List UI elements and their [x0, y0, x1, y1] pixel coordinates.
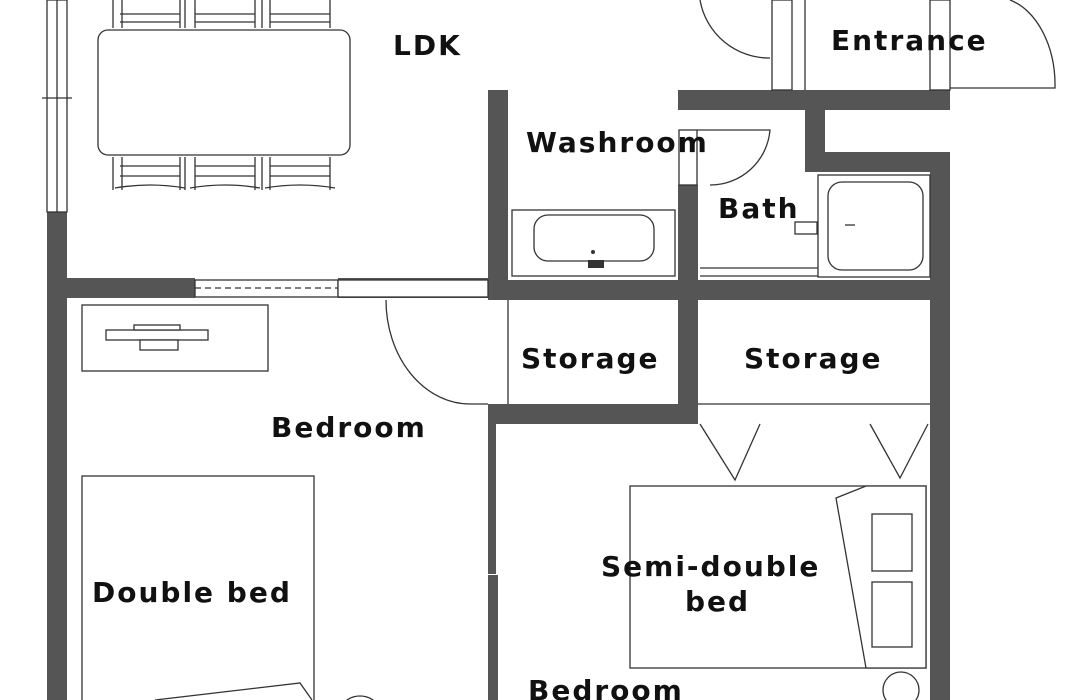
storage-bottom-wall — [488, 404, 698, 424]
furniture-label-semi-double-line1: Semi-double — [601, 550, 820, 583]
room-label-bedroom-main: Bedroom — [271, 411, 427, 444]
dining-chairs-bottom — [112, 157, 336, 190]
bathtub — [827, 181, 924, 271]
room-labels: LDK Entrance Washroom Bath Storage Stora… — [92, 24, 988, 700]
bath-notch-horizontal — [805, 152, 950, 172]
ldk-sliding-door — [194, 279, 489, 298]
entrance-doors — [699, 0, 1056, 91]
storage-details — [507, 300, 930, 405]
washroom-left-wall — [488, 90, 508, 300]
closet-door-markers — [699, 423, 929, 482]
tv-icon — [105, 324, 209, 351]
room-label-storage-right: Storage — [744, 342, 883, 375]
dining-chairs-top — [112, 0, 331, 28]
furniture-label-semi-double-line2: bed — [685, 585, 750, 618]
dining-table — [97, 29, 351, 156]
furniture-label-double-bed: Double bed — [92, 576, 292, 609]
walls — [47, 90, 950, 700]
storage-top-wall — [488, 280, 948, 300]
dining-set — [97, 0, 351, 190]
room-label-storage-left: Storage — [521, 342, 660, 375]
bath-fixtures — [700, 174, 931, 278]
room-label-ldk: LDK — [393, 29, 462, 62]
bedroom-second-furniture — [629, 423, 929, 700]
left-outer-wall — [47, 212, 67, 700]
room-label-bath: Bath — [718, 192, 800, 225]
right-outer-wall — [930, 152, 950, 700]
double-bed — [81, 475, 315, 700]
bath-notch-vertical — [805, 90, 825, 170]
room-label-washroom: Washroom — [526, 126, 709, 159]
room-label-bedroom-second: Bedroom — [528, 674, 684, 700]
room-label-entrance: Entrance — [831, 24, 988, 57]
washroom-door-frame — [678, 129, 698, 186]
ldk-window — [42, 0, 72, 213]
faucet-icon — [588, 260, 604, 268]
bedroom-divider-lower — [488, 575, 498, 700]
ldk-bedroom-wall-left — [47, 278, 195, 298]
washbasin — [533, 214, 655, 262]
bedroom-divider-upper — [488, 424, 496, 574]
bedroom-main-furniture — [81, 299, 488, 700]
washroom-fixtures — [511, 129, 771, 277]
bath-left-wall — [678, 185, 698, 410]
